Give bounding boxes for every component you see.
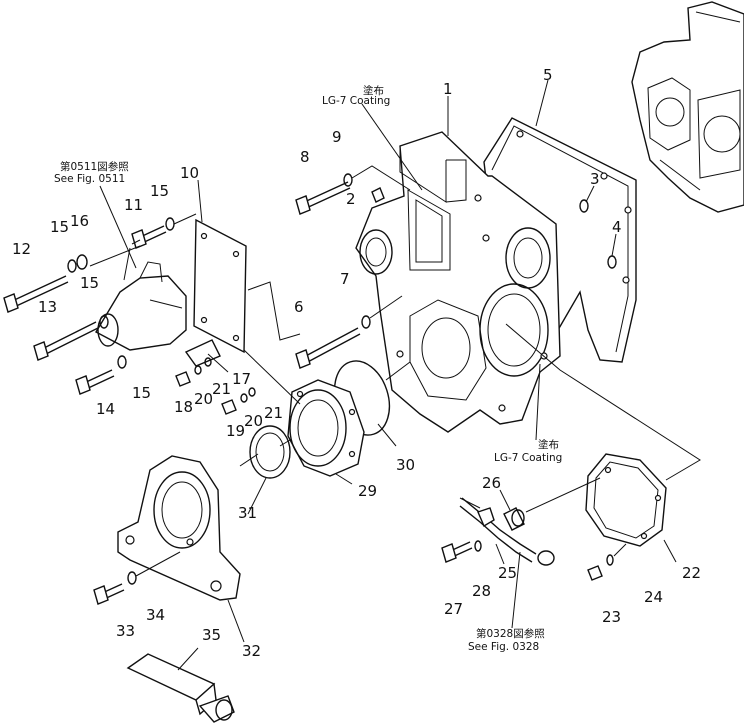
part-label: 18 [174,398,193,416]
part-label: 30 [396,456,415,474]
part-label: 11 [124,196,143,214]
annotation-notes: 塗布 LG-7 Coating 塗布 LG-7 Coating 第0511図参照… [54,84,562,653]
coating-note-bottom-jp: 塗布 [538,438,559,451]
part-label: 19 [226,422,245,440]
pump-adapter-plate [193,218,247,354]
support-bracket [117,455,241,601]
oil-seal [249,425,291,479]
part-label: 15 [150,182,169,200]
part-label: 21 [212,380,231,398]
part-label: 13 [38,298,57,316]
part-label: 29 [358,482,377,500]
part-label: 26 [482,474,501,492]
coating-note-top-jp: 塗布 [363,84,384,97]
breather-pipe [459,497,555,566]
part-number-labels: 1 2 3 4 5 6 7 8 9 10 11 12 13 14 15 15 1… [12,66,701,660]
part-label: 34 [146,606,165,624]
part-label: 9 [332,128,342,146]
engine-block-fragment [631,1,744,213]
assembly-lines [89,165,701,577]
part-label: 12 [12,240,31,258]
part-label: 15 [50,218,69,236]
part-label: 21 [264,404,283,422]
part-label: 3 [590,170,600,188]
leader-lines [123,79,677,671]
part-label: 5 [543,66,553,84]
part-label: 6 [294,298,304,316]
part-label: 32 [242,642,261,660]
part-label: 17 [232,370,251,388]
part-label: 8 [300,148,310,166]
part-label: 24 [644,588,663,606]
part-label: 35 [202,626,221,644]
part-label: 31 [238,504,257,522]
part-label: 15 [80,274,99,292]
ref-0328-jp: 第0328図参照 [476,627,545,640]
sleeve [503,507,525,531]
part-label: 2 [346,190,356,208]
part-label: 20 [244,412,263,430]
coating-note-bottom-en: LG-7 Coating [494,452,562,464]
part-label: 28 [472,582,491,600]
part-label: 14 [96,400,115,418]
part-label: 27 [444,600,463,618]
part-label: 7 [340,270,350,288]
part-label: 23 [602,608,621,626]
seal-retainer [287,379,365,477]
part-label: 22 [682,564,701,582]
bolts-and-washers [3,173,617,605]
ref-0511-en: See Fig. 0511 [54,173,125,185]
ref-0511-jp: 第0511図参照 [60,160,129,173]
bracket [184,339,221,367]
part-label: 20 [194,390,213,408]
tool [126,653,235,723]
coating-note-top-en: LG-7 Coating [322,95,390,107]
part-label: 33 [116,622,135,640]
part-label: 1 [443,80,453,98]
ref-0328-en: See Fig. 0328 [468,641,539,653]
rear-cover [585,453,667,547]
water-pump [95,261,187,351]
part-label: 15 [132,384,151,402]
part-label: 25 [498,564,517,582]
front-cover [355,131,561,433]
part-label: 10 [180,164,199,182]
part-label: 16 [70,212,89,230]
part-label: 4 [612,218,622,236]
